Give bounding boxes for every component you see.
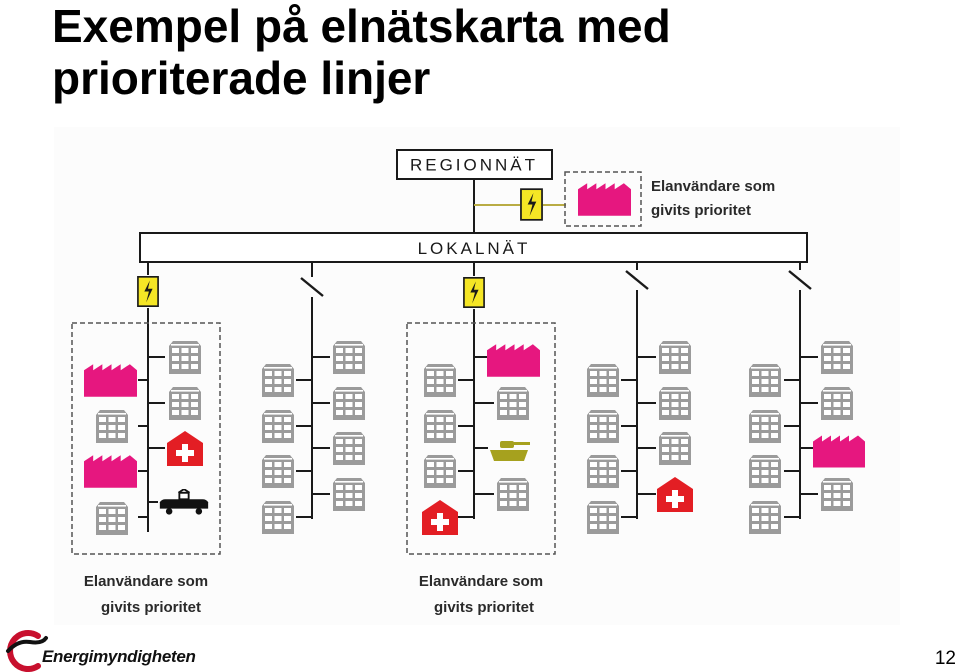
building-icon [333,432,365,465]
hospital-icon [657,477,693,512]
building-icon [749,364,781,397]
industry-icon [84,455,137,488]
page-number: 12 [934,648,956,669]
building-icon [659,432,691,465]
industry-icon [84,364,137,397]
priority-label-left-line-2: givits prioritet [101,599,201,616]
substation-icon [463,276,485,309]
grid-diagram-svg: REGIONNÄT Elanvändare som givits priorit… [71,149,865,616]
building-icon [821,341,853,374]
building-icon [587,455,619,488]
priority-label-top-line-2: givits prioritet [651,202,751,219]
tram-icon [158,489,210,516]
building-icon [424,364,456,397]
building-icon [659,387,691,420]
industry-icon [578,183,631,216]
building-icon [821,478,853,511]
building-icon [587,501,619,534]
priority-label-left-line-1: Elanvändare som [84,573,208,590]
priority-label-middle-line-2: givits prioritet [434,599,534,616]
building-icon [821,387,853,420]
local-network-label: LOKALNÄT [418,239,531,258]
building-icon [262,410,294,443]
priority-label-middle-line-1: Elanvändare som [419,573,543,590]
building-icon [587,364,619,397]
building-icon [96,410,128,443]
breaker-icon [300,277,324,297]
building-icon [749,410,781,443]
breaker-icon [625,270,649,290]
priority-box-left [71,322,221,555]
substation-icon [520,188,543,221]
building-icon [96,502,128,535]
building-icon [424,410,456,443]
building-icon [497,387,529,420]
slide-title-line-1: Exempel på elnätskarta med [52,0,671,52]
building-icon [424,455,456,488]
building-icon [497,478,529,511]
building-icon [333,478,365,511]
priority-box-top [564,171,642,227]
substation-icon [137,275,159,308]
local-network-box [139,232,808,263]
building-icon [749,455,781,488]
slide-title-line-2: prioriterade linjer [52,52,431,104]
industry-icon [487,344,540,377]
building-icon [333,341,365,374]
building-icon [169,341,201,374]
hospital-icon [167,431,203,466]
regional-network-label: REGIONNÄT [410,156,538,175]
building-icon [749,501,781,534]
building-icon [659,341,691,374]
breaker-icon [788,270,812,290]
priority-box-middle [406,322,556,555]
priority-label-top-line-1: Elanvändare som [651,178,775,195]
slide-title: Exempel på elnätskarta med prioriterade … [52,0,671,104]
grid-diagram: REGIONNÄT Elanvändare som givits priorit… [54,127,900,625]
building-icon [333,387,365,420]
building-icon [169,387,201,420]
industry-icon [813,435,865,468]
building-icon [262,501,294,534]
building-icon [262,364,294,397]
tank-icon [490,441,530,461]
hospital-icon [422,500,458,535]
building-icon [262,455,294,488]
energimyndigheten-logo [6,630,48,672]
logo-wordmark: Energimyndigheten [42,647,196,666]
building-icon [587,410,619,443]
